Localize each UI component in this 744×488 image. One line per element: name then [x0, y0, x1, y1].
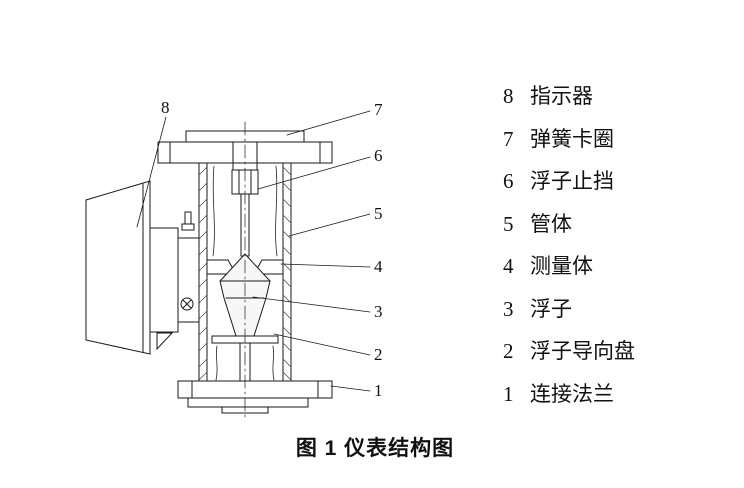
callout-7: 7 — [374, 100, 383, 119]
legend-num: 2 — [503, 339, 514, 363]
legend-label: 浮子 — [530, 296, 572, 321]
callout-5: 5 — [374, 204, 383, 223]
legend-label: 测量体 — [530, 254, 593, 278]
legend-num: 7 — [503, 126, 514, 151]
legend-label: 浮子导向盘 — [530, 339, 635, 363]
legend-num: 6 — [503, 169, 514, 193]
callout-numbers: 8 7 6 5 4 3 2 1 — [161, 98, 383, 400]
callout-8: 8 — [161, 98, 170, 117]
parts-legend: 8 指示器 7 弹簧卡圈 6 浮子止挡 5 管体 4 测量体 3 浮子 2 浮子… — [503, 82, 635, 409]
legend-num: 5 — [503, 211, 514, 236]
legend-label: 管体 — [530, 211, 572, 236]
leader-lines — [136, 110, 371, 392]
legend-label: 浮子止挡 — [530, 169, 614, 193]
legend-label: 弹簧卡圈 — [530, 126, 614, 151]
callout-4: 4 — [374, 257, 383, 276]
legend-item-connecting-flange: 1 连接法兰 — [503, 380, 635, 409]
figure-caption: 图 1 仪表结构图 — [295, 437, 455, 460]
callout-1: 1 — [374, 381, 383, 400]
legend-label: 连接法兰 — [530, 381, 614, 406]
callout-3: 3 — [374, 302, 383, 321]
indicator-housing — [85, 180, 200, 355]
legend-item-tube-body: 5 管体 — [503, 210, 635, 239]
tube-body — [198, 141, 292, 382]
legend-item-float-guide-disc: 2 浮子导向盘 — [503, 337, 635, 366]
legend-num: 4 — [503, 254, 514, 278]
instrument-structure-diagram: 8 7 6 5 4 3 2 1 — [85, 98, 383, 419]
callout-2: 2 — [374, 345, 383, 364]
legend-num: 8 — [503, 84, 514, 108]
bottom-flange — [177, 380, 333, 414]
legend-item-float-stop: 6 浮子止挡 — [503, 167, 635, 196]
legend-item-measuring-body: 4 测量体 — [503, 252, 635, 281]
callout-6: 6 — [374, 146, 383, 165]
legend-num: 1 — [503, 381, 514, 406]
legend-item-indicator: 8 指示器 — [503, 82, 635, 111]
legend-label: 指示器 — [530, 84, 593, 108]
legend-num: 3 — [503, 296, 514, 321]
legend-item-float: 3 浮子 — [503, 295, 635, 324]
legend-item-spring-collar: 7 弹簧卡圈 — [503, 125, 635, 154]
screw-icon — [180, 297, 194, 311]
